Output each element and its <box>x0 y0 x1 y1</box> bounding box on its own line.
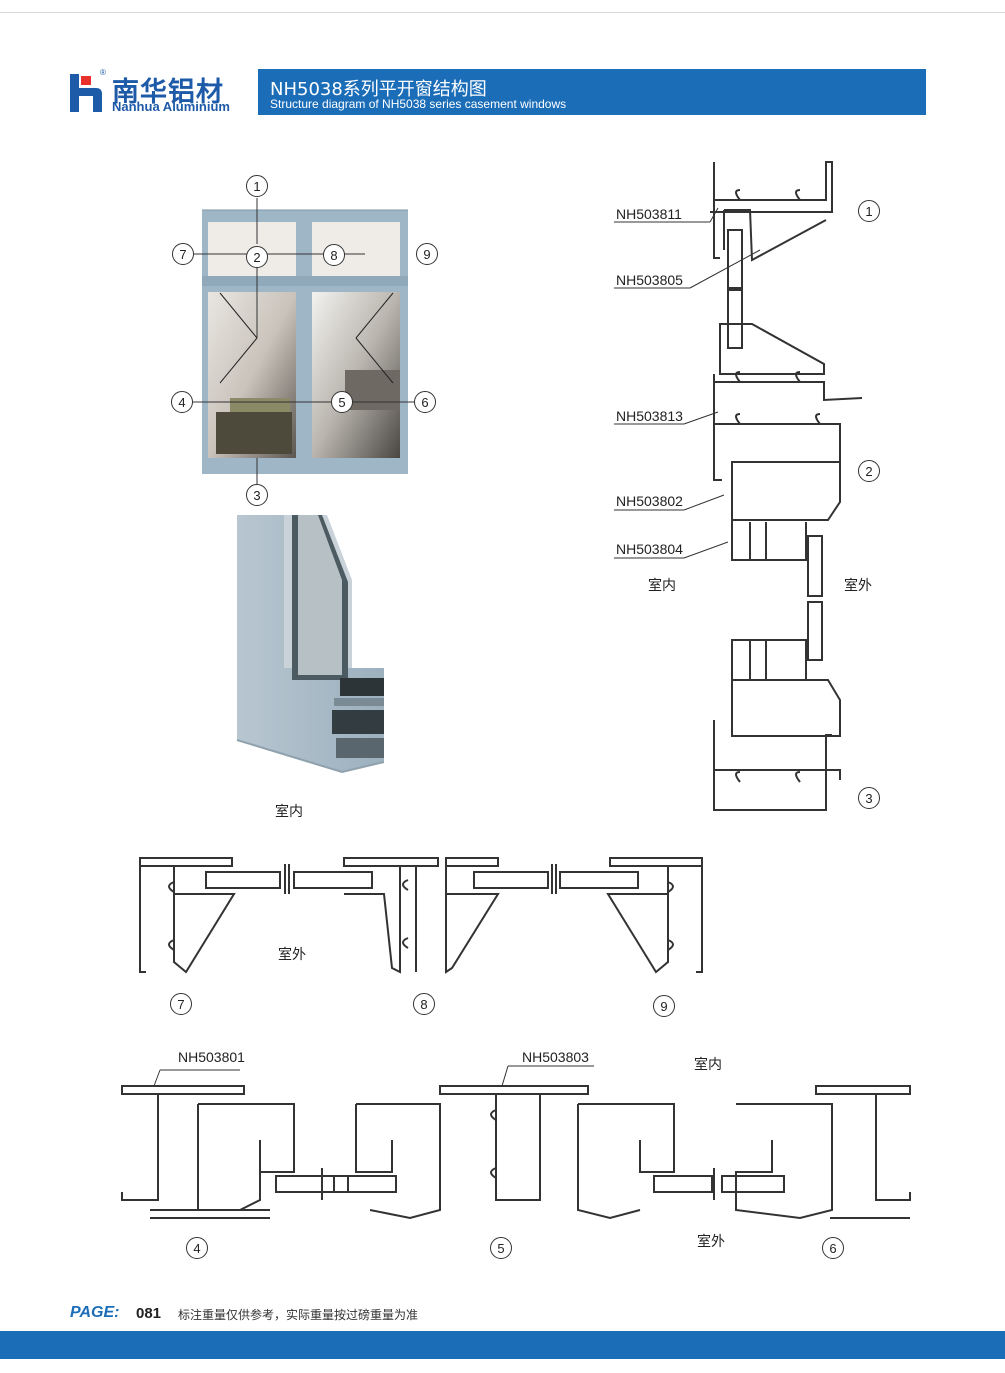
page-title: NH5038系列平开窗结构图 <box>270 79 487 100</box>
horizontal-callout-4: 4 <box>186 1237 208 1259</box>
elevation-callout-6: 6 <box>414 391 436 413</box>
transom-callout-7: 7 <box>170 993 192 1015</box>
vertical-outdoor-label: 室外 <box>844 578 872 594</box>
profile-label-nh503813: NH503813 <box>616 408 683 424</box>
transom-section-drawing <box>139 857 703 974</box>
profile-label-nh503803: NH503803 <box>522 1049 589 1065</box>
profile-label-nh503802: NH503802 <box>616 493 683 509</box>
horizontal-callout-6: 6 <box>822 1237 844 1259</box>
transom-callout-8: 8 <box>413 993 435 1015</box>
horizontal-outdoor-label: 室外 <box>697 1234 725 1250</box>
elevation-callout-4: 4 <box>171 391 193 413</box>
vertical-callout-1: 1 <box>858 200 880 222</box>
brand-logo-icon <box>70 74 102 112</box>
brand-name-cn: 南华铝材 <box>112 77 224 108</box>
footer-page-word: PAGE: <box>70 1304 120 1321</box>
transom-callout-9: 9 <box>653 995 675 1017</box>
profile-label-nh503804: NH503804 <box>616 541 683 557</box>
top-rule <box>0 12 1005 13</box>
profile-label-nh503801: NH503801 <box>178 1049 245 1065</box>
profile-corner-render <box>236 515 385 774</box>
vertical-indoor-label: 室内 <box>648 578 676 594</box>
footer-page-number: 081 <box>136 1305 162 1322</box>
elevation-callout-2: 2 <box>246 246 268 268</box>
registered-mark: ® <box>100 68 106 77</box>
vertical-callout-2: 2 <box>858 460 880 482</box>
vertical-callout-3: 3 <box>858 787 880 809</box>
transom-outdoor-label: 室外 <box>278 947 306 963</box>
profile-label-nh503811: NH503811 <box>616 206 682 222</box>
brand-name-en: Nanhua Aluminium <box>112 99 230 114</box>
elevation-callout-8: 8 <box>323 244 345 266</box>
footer-weight-note: 标注重量仅供参考，实际重量按过磅重量为准 <box>178 1308 419 1322</box>
page-subtitle: Structure diagram of NH5038 series casem… <box>270 97 567 111</box>
elevation-callout-3: 3 <box>246 484 268 506</box>
elevation-callout-7: 7 <box>172 243 194 265</box>
elevation-callout-5: 5 <box>331 391 353 413</box>
horizontal-indoor-label: 室内 <box>694 1057 722 1073</box>
bottom-bar <box>0 1331 1005 1359</box>
title-banner <box>258 69 926 115</box>
horizontal-section-drawing <box>121 1065 911 1220</box>
vertical-section-drawing <box>614 161 863 811</box>
profile-label-nh503805: NH503805 <box>616 272 683 288</box>
photo-caption-indoor: 室内 <box>275 804 303 820</box>
elevation-callout-1: 1 <box>246 175 268 197</box>
horizontal-callout-5: 5 <box>490 1237 512 1259</box>
elevation-callout-9: 9 <box>416 243 438 265</box>
window-elevation <box>193 198 415 484</box>
